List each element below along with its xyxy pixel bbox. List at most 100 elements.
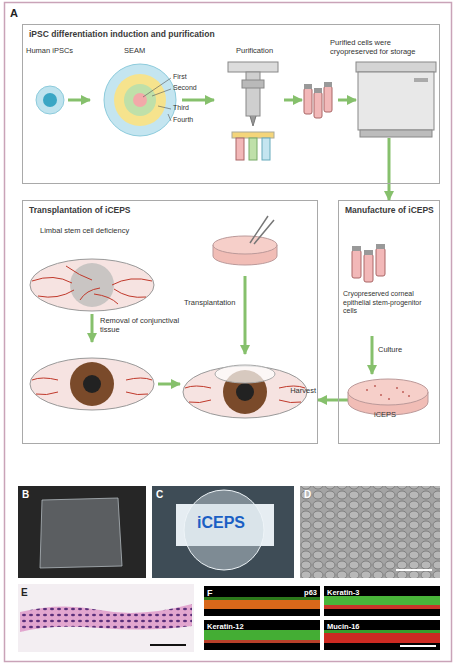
freezer: [360, 130, 432, 137]
cell-sorter: [232, 132, 274, 138]
freezer: [358, 72, 434, 130]
step-label: Third: [173, 104, 189, 113]
photo-b: [40, 498, 122, 568]
flow-arrow: [68, 99, 90, 102]
step-label: iCEPS: [374, 410, 396, 419]
flow-arrow: [91, 314, 94, 342]
vial-tubes: [376, 248, 385, 276]
vial-tubes: [314, 88, 322, 93]
panel-letter: B: [22, 489, 29, 501]
histology-e: [150, 644, 186, 646]
ipsc-cell: [36, 86, 64, 114]
flow-arrow: [388, 138, 391, 184]
culture-dish: [213, 216, 428, 415]
eye-deficient: [30, 259, 154, 311]
eye-transplanted: [183, 365, 307, 418]
step-label: Limbal stem cell deficiency: [40, 226, 160, 235]
flow-arrow: [158, 383, 180, 386]
panel-letter: F: [207, 588, 213, 599]
photo-text: iCEPS: [197, 514, 245, 532]
panel-label: Mucin-16: [327, 622, 360, 631]
eye-after-removal: [32, 378, 152, 395]
freezer: [356, 62, 436, 137]
cell-sorter: [246, 72, 260, 116]
vial-tubes: [376, 244, 385, 249]
flow-arrow: [182, 99, 214, 102]
flow-arrow: [388, 184, 391, 200]
eye-deficient: [70, 263, 114, 307]
cell-sorter: [228, 62, 278, 72]
photo-b: [18, 486, 146, 578]
section-heading: Transplantation of iCEPS: [29, 205, 131, 215]
photo-b: [18, 486, 146, 578]
vial-tubes: [304, 84, 312, 89]
step-label: Cryopreserved corneal epithelial stem-pr…: [343, 290, 437, 316]
step-label: Transplantation: [184, 298, 235, 307]
culture-dish: [366, 386, 410, 399]
flow-arrow: [371, 336, 374, 374]
arrow-label: Harvest: [256, 386, 316, 395]
step-label: Second: [173, 84, 197, 93]
vial-tubes: [352, 246, 361, 251]
cell-sorter: [236, 138, 244, 160]
seam-rings: [104, 64, 176, 136]
freezer: [356, 62, 436, 72]
seam-rings: [133, 93, 147, 107]
section-heading: iPSC differentiation induction and purif…: [29, 29, 215, 39]
eye-deficient: [30, 259, 154, 311]
panel-letter: D: [304, 489, 311, 501]
eye-transplanted: [185, 386, 305, 403]
vial-tubes: [304, 88, 312, 114]
photo-c: [184, 490, 264, 570]
freezer: [414, 78, 428, 82]
seam-rings: [143, 78, 171, 121]
vial-tubes: [364, 250, 373, 255]
vial-tubes: [324, 86, 332, 112]
culture-dish: [348, 379, 428, 405]
culture-dish: [250, 216, 274, 244]
flow-arrow: [318, 399, 338, 402]
panel-letter: E: [21, 587, 28, 599]
stain-panel: Mucin-16: [324, 620, 440, 650]
flow-arrow: [244, 276, 247, 354]
section-heading: Manufacture of iCEPS: [345, 205, 435, 215]
vial-tubes: [314, 92, 322, 118]
seam-rings: [104, 64, 176, 136]
step-label: Purification: [236, 46, 273, 55]
flow-arrow: [68, 100, 389, 400]
cell-sorter: [249, 138, 257, 160]
stain-panel: Keratin-12: [204, 620, 320, 650]
photo-c: [152, 486, 294, 578]
figure-frame: [5, 3, 452, 662]
panel-letter: C: [156, 489, 163, 501]
step-label: First: [173, 73, 187, 82]
vial-tubes: [364, 254, 373, 282]
micrograph-d: [300, 486, 440, 578]
eye-after-removal: [30, 358, 154, 410]
figure-frame: [5, 3, 452, 662]
eye-transplanted: [183, 366, 307, 418]
ipsc-cell: [43, 93, 57, 107]
step-label: Removal of conjunctival tissue: [100, 316, 180, 334]
panel-label: p63: [304, 588, 317, 597]
cell-sorter: [250, 116, 256, 126]
vial-tubes: [352, 250, 361, 278]
panel-letter: A: [10, 7, 18, 20]
eye-deficient: [32, 266, 152, 304]
step-label: Fourth: [173, 116, 193, 125]
seam-rings: [114, 74, 166, 126]
histology-e: [18, 584, 194, 652]
flow-arrow: [338, 99, 356, 102]
cell-sorter: [262, 138, 270, 160]
micrograph-d: [300, 486, 440, 578]
eye-after-removal: [30, 358, 154, 410]
stain-panel: Keratin-3: [324, 586, 440, 616]
ipsc-cell: [36, 86, 64, 114]
step-label: Human iPSCs: [26, 46, 73, 55]
eye-transplanted: [236, 383, 254, 401]
flow-arrow: [284, 99, 302, 102]
